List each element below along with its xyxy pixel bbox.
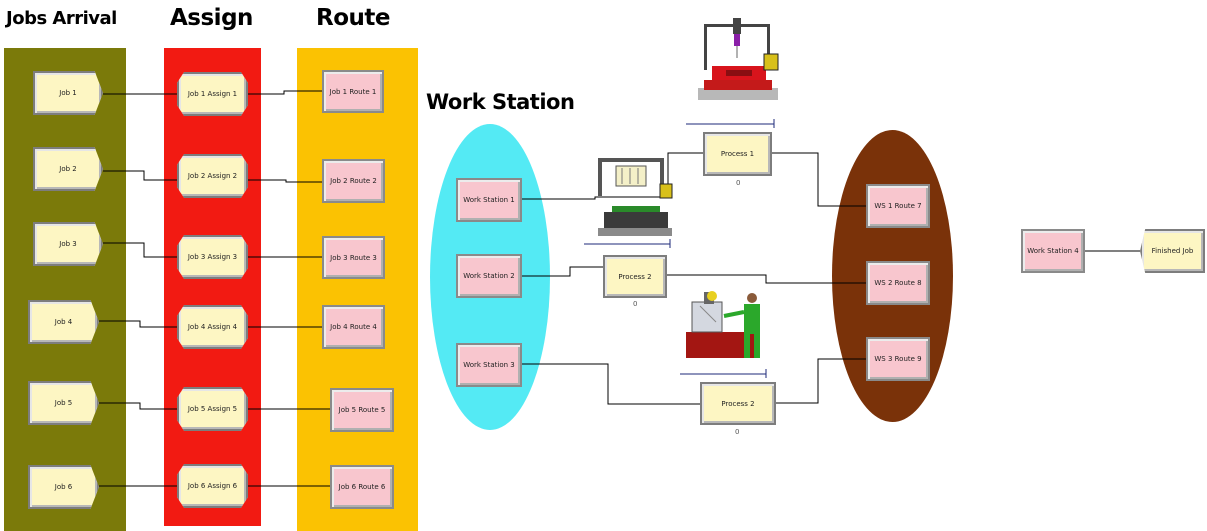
drill-press-icon	[698, 18, 778, 100]
work-station-4[interactable]: Work Station 4	[1021, 229, 1085, 273]
connector	[772, 153, 866, 206]
connector	[99, 403, 177, 409]
work-station-2[interactable]: Work Station 2	[456, 254, 522, 298]
job-create-3[interactable]: Job 3	[33, 222, 103, 266]
job-route-5[interactable]: Job 5 Route 5	[330, 388, 394, 432]
process-3-queue-count: 0	[735, 428, 739, 436]
job-assign-2[interactable]: Job 2 Assign 2	[177, 154, 248, 198]
job-create-5[interactable]: Job 5	[28, 381, 99, 425]
job-route-1[interactable]: Job 1 Route 1	[322, 70, 384, 113]
job-create-2[interactable]: Job 2	[33, 147, 103, 191]
connector	[776, 359, 866, 403]
ws-route-8[interactable]: WS 2 Route 8	[866, 261, 930, 305]
ws-route-7[interactable]: WS 1 Route 7	[866, 184, 930, 228]
job-route-6[interactable]: Job 6 Route 6	[330, 465, 394, 509]
job-create-1[interactable]: Job 1	[33, 71, 103, 115]
job-assign-5[interactable]: Job 5 Assign 5	[177, 387, 248, 431]
connector	[667, 275, 866, 283]
process-1-queue-count: 0	[736, 179, 740, 187]
welder-worker-icon	[686, 291, 760, 358]
connector	[522, 267, 603, 276]
job-route-4[interactable]: Job 4 Route 4	[322, 305, 385, 349]
work-station-1[interactable]: Work Station 1	[456, 178, 522, 222]
job-create-6[interactable]: Job 6	[28, 465, 99, 509]
ws-route-9[interactable]: WS 3 Route 9	[866, 337, 930, 381]
connector	[103, 243, 177, 257]
job-assign-6[interactable]: Job 6 Assign 6	[177, 464, 248, 508]
job-route-3[interactable]: Job 3 Route 3	[322, 236, 385, 279]
job-assign-1[interactable]: Job 1 Assign 1	[177, 72, 248, 116]
job-create-4[interactable]: Job 4	[28, 300, 99, 344]
process-2[interactable]: Process 2	[603, 255, 667, 298]
connector	[99, 321, 177, 327]
job-assign-3[interactable]: Job 3 Assign 3	[177, 235, 248, 279]
connector	[103, 171, 177, 180]
job-route-2[interactable]: Job 2 Route 2	[322, 159, 385, 203]
connector	[248, 91, 322, 94]
process-3[interactable]: Process 2	[700, 382, 776, 425]
job-assign-4[interactable]: Job 4 Assign 4	[177, 305, 248, 349]
connector	[248, 180, 322, 182]
finished-job-dispose[interactable]: Finished Job	[1140, 229, 1205, 273]
process-1[interactable]: Process 1	[703, 132, 772, 176]
process-2-queue-count: 0	[633, 300, 637, 308]
work-station-3[interactable]: Work Station 3	[456, 343, 522, 387]
connector	[522, 364, 700, 404]
